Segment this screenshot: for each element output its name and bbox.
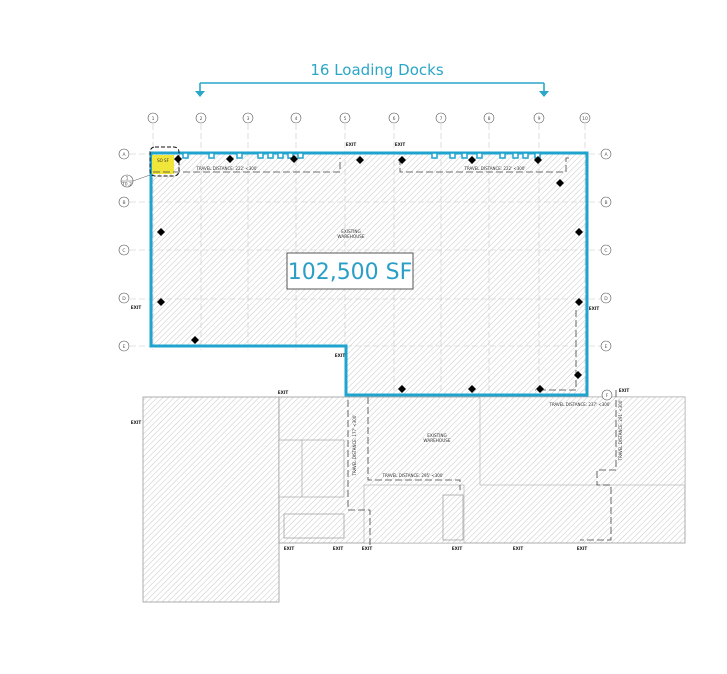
lower-building xyxy=(142,396,686,603)
diamond-icon xyxy=(534,156,542,164)
exit-labels: EXIT EXIT EXIT EXIT EXIT EXIT EXIT EXIT … xyxy=(131,142,630,551)
diamond-icon xyxy=(226,155,234,163)
diamond-icon xyxy=(398,385,406,393)
svg-text:B: B xyxy=(604,200,607,206)
exit-label: EXIT xyxy=(131,305,142,310)
diamond-icon xyxy=(290,155,298,163)
warehouse-label-upper-1: EXISTING xyxy=(341,229,361,234)
diamond-markers xyxy=(157,155,583,393)
svg-text:E: E xyxy=(123,344,126,350)
svg-text:9: 9 xyxy=(538,116,541,122)
travel-distance-label: TRAVEL DISTANCE: 222' <300' xyxy=(464,166,526,171)
diamond-icon xyxy=(556,179,564,187)
exit-label: EXIT xyxy=(346,142,357,147)
diamond-icon xyxy=(398,156,406,164)
exit-label: EXIT xyxy=(513,546,524,551)
svg-text:B: B xyxy=(122,200,125,206)
section-tag: 1 T0.2 xyxy=(120,174,151,188)
svg-text:8: 8 xyxy=(488,116,491,122)
exit-label: EXIT xyxy=(131,420,142,425)
diamond-icon xyxy=(157,298,165,306)
warehouse-label-upper-2: WAREHOUSE xyxy=(337,234,364,239)
svg-text:3: 3 xyxy=(247,116,250,122)
diamond-icon xyxy=(356,156,364,164)
svg-text:T0.2: T0.2 xyxy=(121,182,132,188)
exit-label: EXIT xyxy=(452,546,463,551)
svg-text:7: 7 xyxy=(440,116,443,122)
svg-text:2: 2 xyxy=(200,116,203,122)
svg-text:C: C xyxy=(604,248,607,254)
exit-label: EXIT xyxy=(284,546,295,551)
svg-text:A: A xyxy=(122,152,126,158)
diamond-icon xyxy=(468,385,476,393)
exit-label: EXIT xyxy=(333,546,344,551)
exit-label: EXIT xyxy=(278,390,289,395)
exit-label: EXIT xyxy=(619,388,630,393)
svg-text:D: D xyxy=(604,296,608,302)
diamond-icon xyxy=(191,336,199,344)
diamond-icon xyxy=(575,298,583,306)
svg-text:F: F xyxy=(606,393,609,399)
travel-distance-label: TRAVEL DISTANCE: 177' <300' xyxy=(352,415,357,477)
svg-text:A: A xyxy=(604,152,608,158)
highlight-outline xyxy=(149,151,589,397)
svg-text:4: 4 xyxy=(295,116,298,122)
diamond-icon xyxy=(468,156,476,164)
travel-paths xyxy=(153,157,617,545)
diamond-icon xyxy=(574,371,582,379)
exit-label: EXIT xyxy=(395,142,406,147)
area-callout: 102,500 SF xyxy=(286,252,414,290)
area-label: 102,500 SF xyxy=(288,260,413,285)
svg-text:6: 6 xyxy=(393,116,396,122)
diamond-icon xyxy=(157,228,165,236)
svg-text:1: 1 xyxy=(152,116,155,122)
svg-text:1: 1 xyxy=(126,176,129,182)
travel-distance-label: TRAVEL DISTANCE: 222' <300' xyxy=(196,166,258,171)
warehouse-label-lower-1: EXISTING xyxy=(427,433,447,438)
loading-docks-header: 16 Loading Docks xyxy=(195,61,549,97)
dimension-bracket xyxy=(199,82,545,92)
arrow-down-icon xyxy=(539,91,549,97)
arrow-down-icon xyxy=(195,91,205,97)
grid-column-bubbles: 1 2 3 4 5 6 7 8 9 10 xyxy=(147,112,591,124)
travel-distance-label: TRAVEL DISTANCE: 237' <300' xyxy=(549,402,611,407)
office-area-label: SO SF xyxy=(157,158,169,163)
svg-text:C: C xyxy=(122,248,125,254)
travel-distance-label: TRAVEL DISTANCE: 295' <300' xyxy=(382,473,444,478)
svg-text:10: 10 xyxy=(582,116,588,122)
diamond-icon xyxy=(174,155,182,163)
exit-label: EXIT xyxy=(362,546,373,551)
travel-distance-label: TRAVEL DISTANCE: 291' <300' xyxy=(618,400,623,462)
loading-docks-title: 16 Loading Docks xyxy=(310,61,443,79)
exit-label: EXIT xyxy=(577,546,588,551)
grid-row-bubbles: A B C D E A B C D E F xyxy=(118,148,613,401)
exit-label: EXIT xyxy=(335,353,346,358)
svg-text:E: E xyxy=(605,344,608,350)
svg-text:5: 5 xyxy=(344,116,347,122)
exit-label: EXIT xyxy=(589,306,600,311)
svg-text:D: D xyxy=(122,296,126,302)
warehouse-label-lower-2: WAREHOUSE xyxy=(423,438,450,443)
diamond-icon xyxy=(575,228,583,236)
diamond-icon xyxy=(536,385,544,393)
